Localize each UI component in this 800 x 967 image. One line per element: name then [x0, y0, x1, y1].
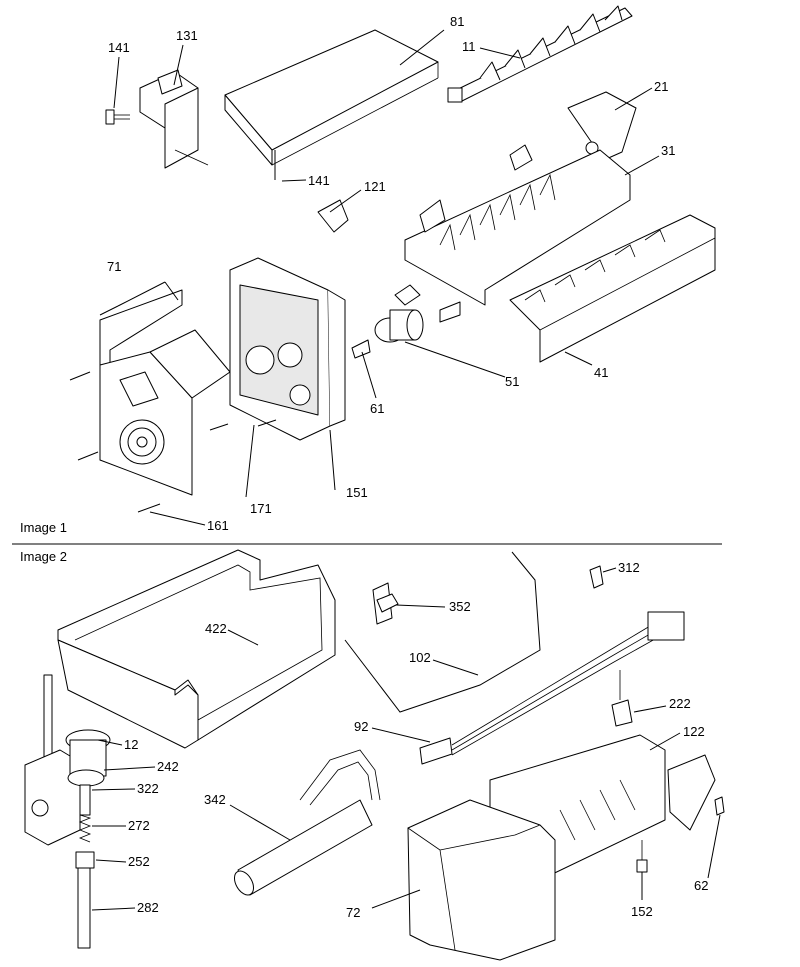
label-222: 222 — [669, 696, 691, 711]
label-62: 62 — [694, 878, 708, 893]
image1-group: 141 131 81 11 21 31 141 121 71 51 61 41 … — [20, 5, 716, 535]
label-71: 71 — [107, 259, 121, 274]
label-92: 92 — [354, 719, 368, 734]
label-242: 242 — [157, 759, 179, 774]
valve-assembly-drawing — [24, 674, 111, 949]
screw-62-drawing — [714, 796, 725, 816]
label-342: 342 — [204, 792, 226, 807]
label-282: 282 — [137, 900, 159, 915]
bracket-131-drawing — [139, 69, 209, 169]
label-152: 152 — [631, 904, 653, 919]
label-102: 102 — [409, 650, 431, 665]
image2-caption: Image 2 — [20, 549, 67, 564]
label-81: 81 — [450, 14, 464, 29]
label-422: 422 — [205, 621, 227, 636]
label-11: 11 — [462, 39, 476, 54]
label-141-top: 141 — [108, 40, 130, 55]
label-121: 121 — [364, 179, 386, 194]
label-141-mid: 141 — [308, 173, 330, 188]
tube-342-drawing — [234, 749, 381, 896]
motor-51-drawing — [374, 284, 461, 343]
mold-31-drawing — [404, 144, 631, 306]
cover-81-drawing — [224, 29, 439, 180]
label-61: 61 — [370, 401, 384, 416]
label-312: 312 — [618, 560, 640, 575]
label-171: 171 — [250, 501, 272, 516]
label-12: 12 — [124, 737, 138, 752]
label-161: 161 — [207, 518, 229, 533]
label-151: 151 — [346, 485, 368, 500]
bin-422-drawing — [57, 549, 336, 749]
wire-102-drawing — [344, 551, 541, 713]
clip-352-drawing — [372, 582, 399, 625]
label-272: 272 — [128, 818, 150, 833]
label-131: 131 — [176, 28, 198, 43]
module-71-drawing — [99, 281, 231, 496]
part-21-drawing — [567, 91, 637, 161]
label-352: 352 — [449, 599, 471, 614]
housing-151-drawing — [229, 257, 346, 441]
label-72: 72 — [346, 905, 360, 920]
clip-121-drawing — [317, 199, 349, 233]
label-322: 322 — [137, 781, 159, 796]
screw-141-top-drawing — [105, 109, 130, 125]
part-41-drawing — [509, 214, 716, 363]
part-61-drawing — [351, 339, 371, 359]
plug-312-drawing — [589, 565, 604, 589]
leader-lines-image1 — [113, 29, 660, 526]
label-122: 122 — [683, 724, 705, 739]
screws-171-drawing — [69, 371, 277, 513]
cover-72-drawing — [407, 799, 556, 961]
leader-lines-image2 — [91, 567, 721, 911]
image2-group: Image 2 — [20, 549, 725, 961]
label-51: 51 — [505, 374, 519, 389]
screw-152-drawing — [636, 840, 648, 873]
label-31: 31 — [661, 143, 675, 158]
label-21: 21 — [654, 79, 668, 94]
label-252: 252 — [128, 854, 150, 869]
image1-caption: Image 1 — [20, 520, 67, 535]
part-222-drawing — [611, 670, 633, 727]
label-41: 41 — [594, 365, 608, 380]
harness-92-drawing — [419, 611, 685, 765]
ejector-11-drawing — [447, 5, 633, 103]
